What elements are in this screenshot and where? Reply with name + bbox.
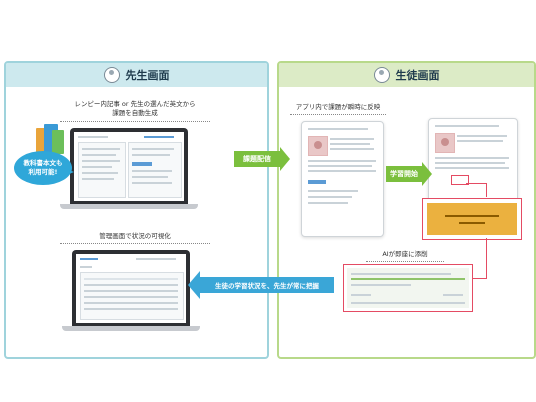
student-tablet-assignment [301,121,384,237]
feedback-arrow-label: 生徒の学習状況を、先生が常に把握 [215,282,319,290]
selected-answer-highlight [451,175,469,185]
teacher-laptop-screen [70,128,188,204]
teacher-laptop-base [60,204,198,209]
dashboard-laptop-base [62,326,200,331]
caption-underline [366,261,444,263]
connector-line [466,183,486,184]
feedback-arrow: 生徒の学習状況を、先生が常に把握 [188,271,334,299]
textbook-icon [52,130,64,154]
student-top-caption: アプリ内で課題が瞬時に反映 [295,103,381,111]
teacher-top-caption-line2: 課題を自動生成 [112,109,158,117]
article-photo [435,133,455,153]
dashboard-laptop-screen [72,250,190,326]
connector-line [472,278,487,279]
assign-arrow-label: 課題配信 [243,155,271,163]
popup-card [427,203,517,235]
student-tablet-answering [428,118,518,204]
textbook-bubble: 教科書本文も 利用可能! [14,151,72,185]
student-avatar-icon [373,67,390,83]
teacher-editor-mock [74,132,184,201]
caption-underline [60,121,210,123]
teacher-bottom-caption: 管理画面で状況の可視化 [99,232,171,240]
article-photo [308,136,328,156]
teacher-top-caption: レンピー内記事 or 先生の選んだ英文から 課題を自動生成 [60,100,210,118]
ai-correction-mock [347,268,469,308]
bubble-line1: 教科書本文も [23,159,63,167]
teacher-top-caption-line1: レンピー内記事 or 先生の選んだ英文から [74,100,196,108]
start-arrow-label: 学習開始 [390,170,418,178]
ai-caption: AIが即座に添削 [382,250,428,258]
ai-correction-panel [343,264,473,312]
bubble-line2: 利用可能! [28,168,58,176]
result-popup [422,198,522,240]
teacher-panel-title: 先生画面 [125,69,170,82]
start-arrow: 学習開始 [386,162,432,186]
connector-line [486,183,487,197]
student-panel-title: 生徒画面 [395,69,440,82]
connector-line [486,238,487,278]
caption-underline [290,114,386,116]
bubble-tail [64,168,74,176]
teacher-panel-header: 先生画面 [6,63,267,87]
dashboard-mock [76,254,186,323]
caption-underline [60,243,210,245]
assign-arrow: 課題配信 [234,147,290,171]
teacher-avatar-icon [103,67,120,83]
student-panel-header: 生徒画面 [279,63,534,87]
